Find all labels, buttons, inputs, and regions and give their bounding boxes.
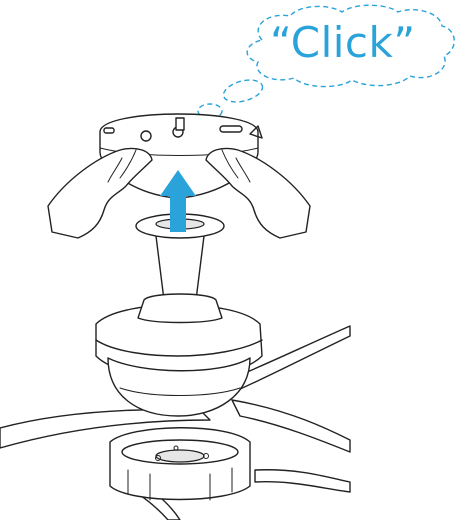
blade-hub	[110, 428, 250, 500]
click-callout-text: “Click”	[270, 22, 416, 64]
